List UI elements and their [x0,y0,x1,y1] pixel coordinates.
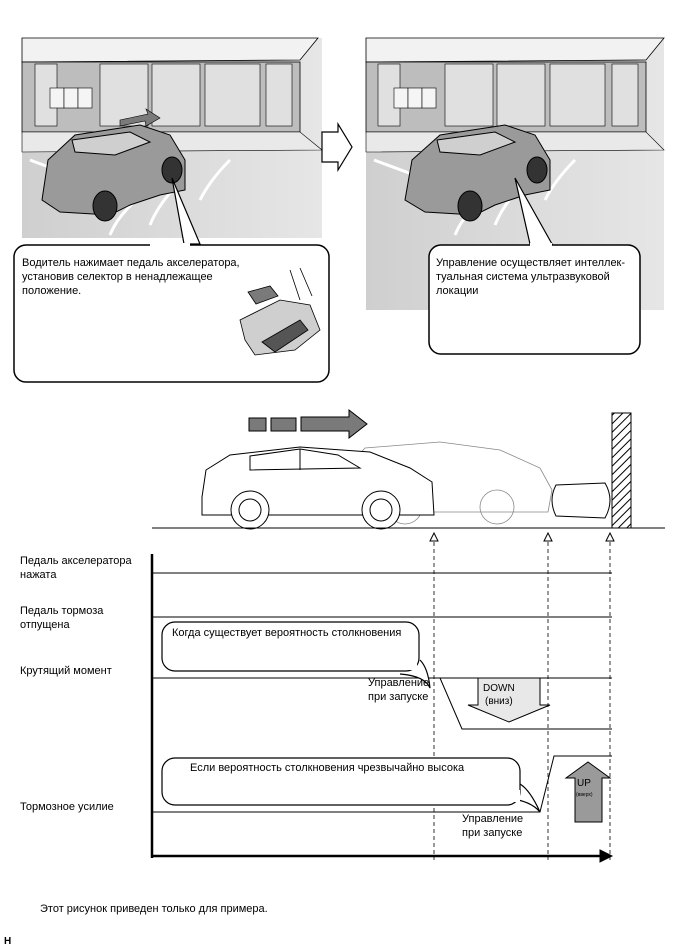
footer-code: H [4,936,11,947]
launch-control-label-1: Управление при запуске [368,677,432,703]
sonar-wave-icon [551,482,611,519]
wall-icon [611,412,632,529]
label-brake-pedal: Педаль тормоза отпущена [20,605,106,631]
time-markers [429,531,615,542]
next-step-arrow-icon [321,121,353,173]
callout-right [428,177,641,355]
timing-axes [150,554,614,863]
label-accel: Педаль акселератора нажата [20,555,135,581]
footer-note: Этот рисунок приведен только для примера… [40,903,268,915]
car-left-icon [41,124,186,222]
up-label: UP (вверх) [576,777,594,798]
bubble-high-text: Если вероятность столкновения чрезвычайн… [190,762,465,774]
foot-pedal-icon [239,267,321,356]
dashed-guides [433,542,611,860]
motion-arrow-icon [248,408,368,440]
car-front-icon [201,446,435,530]
car-right-icon [404,124,551,222]
scene-left [21,37,323,238]
launch-control-label-2: Управление при запуске [462,813,526,839]
down-label: DOWN (вниз) [483,683,517,707]
bubble-collision [161,621,431,689]
down-arrow-icon [467,677,551,723]
callout-right-text: Управление осуществляет интеллек- туальн… [436,257,628,297]
up-arrow-icon [564,761,612,823]
bubble-collision-text: Когда существует вероятность столкновени… [172,627,401,639]
label-torque: Крутящий момент [20,665,112,677]
label-brake-force: Тормозное усилие [20,801,114,813]
bubble-high [161,757,541,813]
callout-left [13,177,330,383]
callout-left-text: Водитель нажимает педаль акселератора, у… [22,257,243,297]
signal-lines [152,572,612,813]
